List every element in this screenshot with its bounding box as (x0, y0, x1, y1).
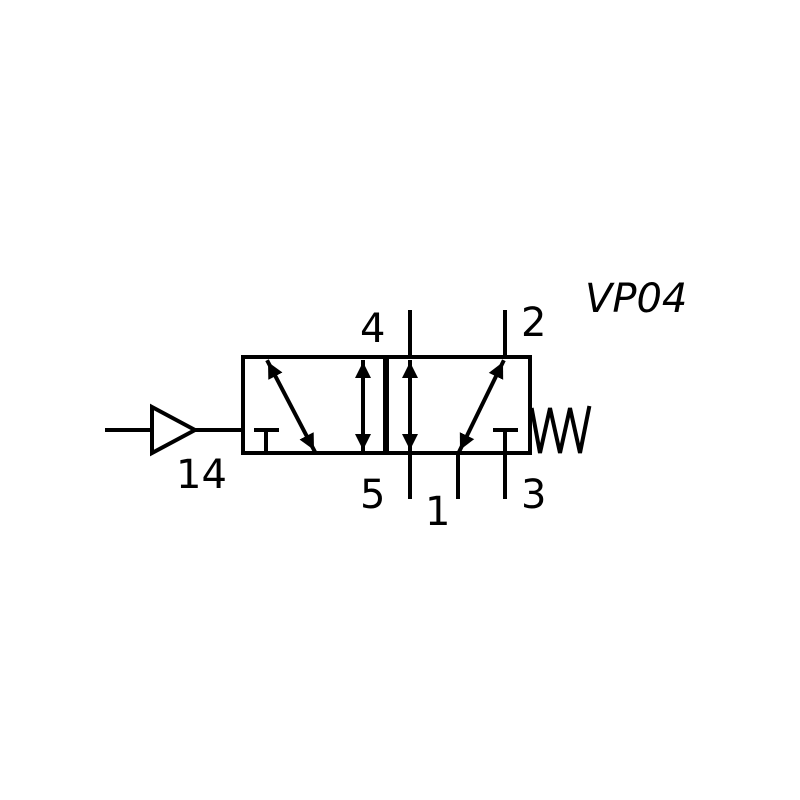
pilot-port-label: 14 (176, 452, 227, 498)
flow-arrow-diagonal (457, 359, 506, 453)
port-4-label: 4 (360, 306, 385, 352)
port-3-label: 3 (521, 472, 546, 518)
pilot-signal (105, 403, 245, 457)
port-5-label: 5 (360, 472, 385, 518)
port-2-label: 2 (521, 300, 546, 346)
right-envelope (385, 310, 532, 499)
flow-arrow-diagonal (265, 359, 317, 453)
valve-title: VP04 (585, 276, 687, 322)
pilot-triangle-icon (150, 403, 200, 457)
spring-icon (529, 405, 592, 454)
port-1-label: 1 (425, 489, 450, 535)
left-envelope (241, 355, 387, 455)
